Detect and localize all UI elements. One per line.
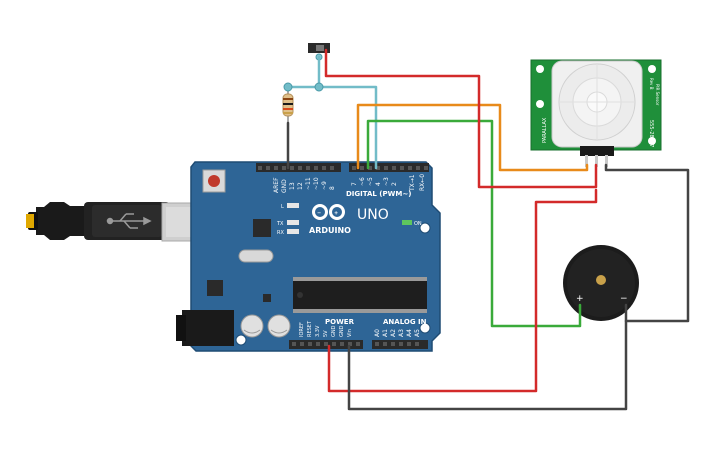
pin-label-tx1: TX→1 — [409, 174, 416, 192]
pin-label-9: ~9 — [321, 181, 328, 190]
usb-interface-chip — [253, 219, 271, 237]
pin-label-13: 13 — [289, 182, 296, 190]
pin-label-8: 8 — [329, 186, 336, 190]
resistor — [282, 88, 294, 123]
dc-power-jack — [176, 310, 234, 346]
onboard-leds — [287, 203, 412, 234]
wire-black-pir-gnd[interactable] — [604, 163, 690, 323]
pin-label-gnd: GND — [281, 179, 288, 193]
pin-label-7: 7 — [351, 182, 358, 186]
pir-brand-label: PARALLAX — [542, 117, 548, 143]
pin-label-4: 4 — [375, 182, 382, 186]
pin-label-2: 2 — [391, 182, 398, 186]
pin-label-5: ~5 — [367, 177, 374, 186]
digital-header-pins — [258, 166, 428, 170]
led-label-on: ON — [414, 221, 422, 227]
digital-pwm-label: DIGITAL (PWM~) — [346, 190, 411, 198]
logo-plus-sign: + — [334, 211, 338, 217]
usb-cable[interactable] — [26, 202, 217, 242]
capacitors — [240, 314, 291, 338]
pin-label-a1: A1 — [382, 329, 389, 337]
pin-label-12: 12 — [297, 182, 304, 190]
arduino-logo-text: ARDUINO — [309, 226, 351, 235]
analog-in-label: ANALOG IN — [383, 318, 427, 326]
crystal — [238, 249, 274, 263]
pir-dome — [551, 60, 643, 148]
pin-label-rx0: RX←0 — [419, 174, 426, 191]
pin-label-reset: RESET — [307, 320, 313, 337]
pin-label-6: ~6 — [359, 177, 366, 186]
wire-orange-pir-out[interactable] — [356, 103, 589, 172]
pir-top-label: PIR Sensor — [655, 84, 660, 106]
pin-label-aref: AREF — [273, 177, 280, 193]
usb-symbol-icon — [106, 213, 152, 229]
atmega-microcontroller — [293, 277, 427, 313]
wire-cyan-pin6[interactable] — [317, 85, 378, 170]
pin-label-5v: 5V — [323, 330, 329, 337]
pin-label-gnd-b: GND — [339, 325, 345, 337]
pin-label-a5: A5 — [414, 329, 421, 337]
wire-cyan-switch[interactable] — [286, 55, 321, 89]
pin-label-10: ~10 — [313, 177, 320, 190]
led-label-l: L — [281, 204, 284, 210]
wire-black-gnd[interactable] — [347, 303, 628, 411]
pir-sensor[interactable]: PARALLAX 555-28027 PIR Sensor Rev B — [530, 59, 662, 167]
buzzer-plus-label: + — [576, 294, 584, 304]
wire-green-buzzer[interactable] — [366, 119, 582, 328]
arduino-logo-icon — [312, 204, 345, 220]
pin-label-a4: A4 — [406, 329, 413, 337]
reset-button[interactable] — [202, 169, 226, 193]
pin-label-11: ~11 — [305, 177, 312, 190]
pin-label-a3: A3 — [398, 329, 405, 337]
pir-part-label: 555-28027 — [648, 120, 654, 147]
wire-red-5v[interactable] — [327, 188, 598, 393]
arduino-uno-board[interactable]: AREF GND 13 12 ~11 ~10 ~9 8 7 ~6 ~5 4 ~3… — [176, 161, 441, 352]
pin-label-a0: A0 — [374, 329, 381, 337]
pin-label-ioref: IOREF — [299, 322, 305, 337]
wire-red-switch-pir[interactable] — [324, 48, 598, 189]
logo-minus-sign: − — [317, 211, 321, 217]
pin-label-vin: Vin — [347, 329, 353, 337]
piezo-buzzer[interactable]: + − — [563, 245, 639, 321]
pin-label-a2: A2 — [390, 329, 397, 337]
pin-label-3: ~3 — [383, 177, 390, 186]
led-label-tx: TX — [276, 221, 284, 227]
power-label: POWER — [325, 318, 355, 326]
led-label-rx: RX — [277, 230, 284, 236]
board-model-label: UNO — [357, 207, 389, 223]
pir-rev-label: Rev B — [649, 78, 654, 90]
buzzer-minus-label: − — [620, 294, 628, 304]
pin-label-3v3: 3.3V — [315, 325, 321, 337]
voltage-regulator — [207, 280, 223, 296]
pin-label-gnd-a: GND — [331, 325, 337, 337]
